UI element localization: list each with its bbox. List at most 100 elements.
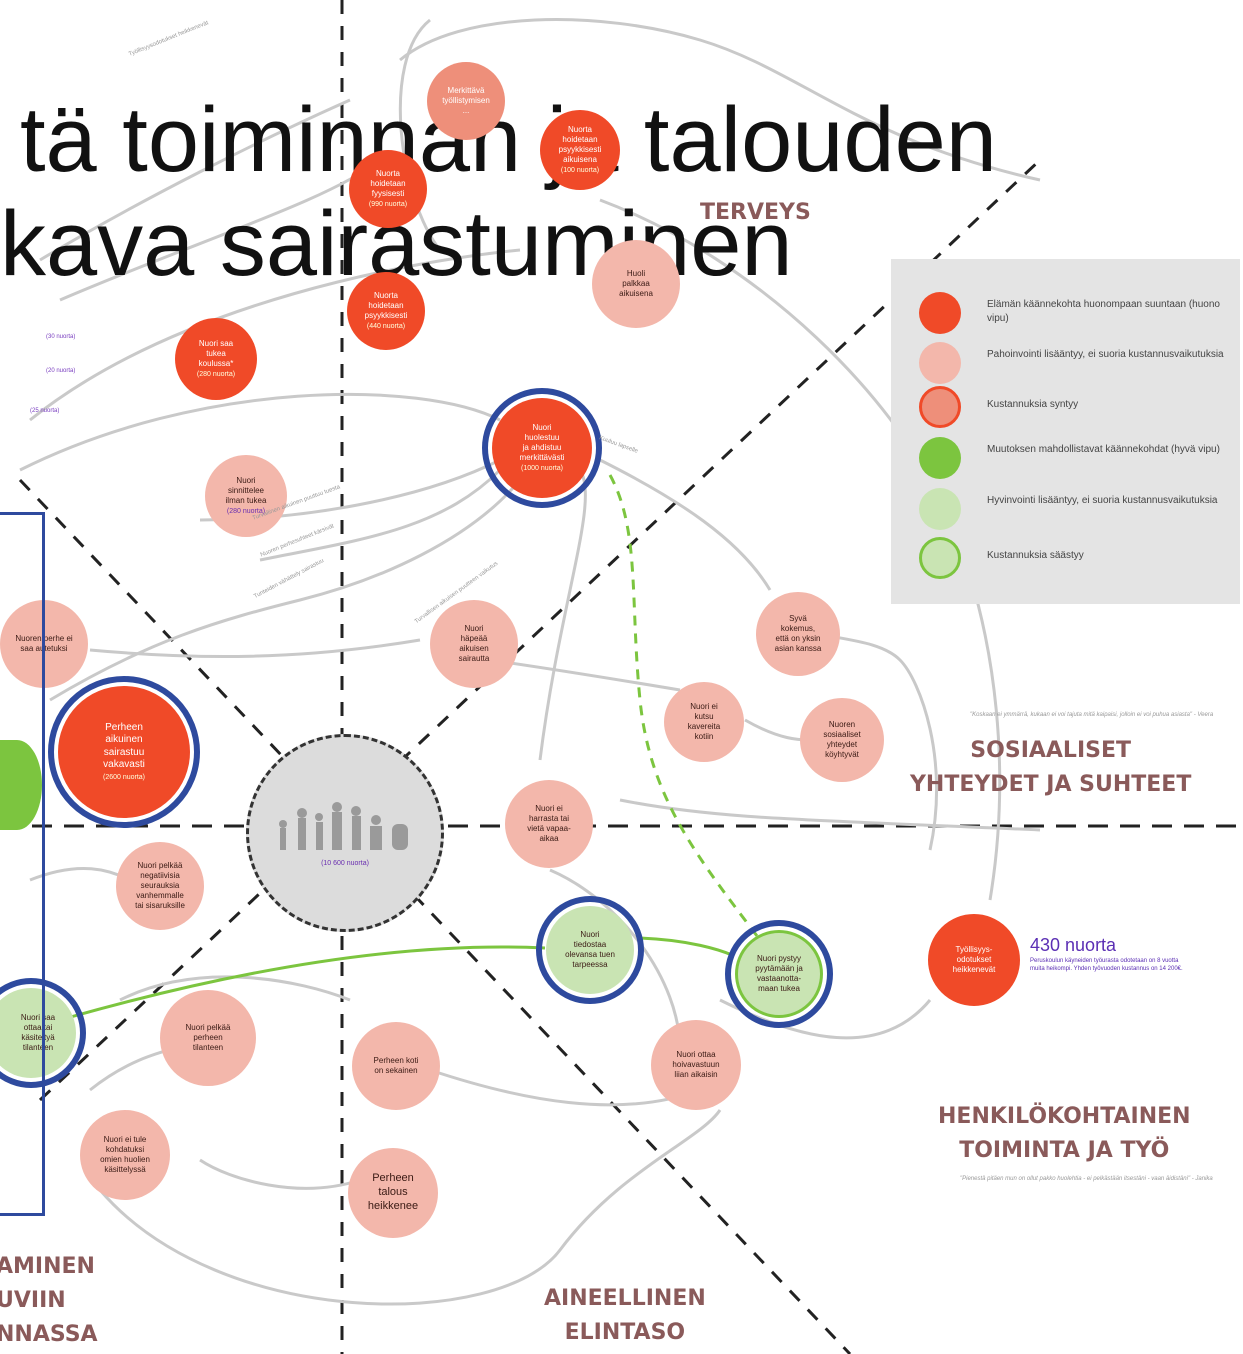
node-label: Nuori ei kutsu kavereita kotiin bbox=[687, 702, 721, 741]
node-koti-sekainen: Perheen koti on sekainen bbox=[352, 1022, 440, 1110]
node-pelkaa-perheen: Nuori pelkää perheen tilanteen bbox=[160, 990, 256, 1086]
node-ei-kutsu-kavereita: Nuori ei kutsu kavereita kotiin bbox=[664, 682, 744, 762]
node-label: Nuorta hoidetaan psyykkisesti aikuisena bbox=[558, 124, 602, 164]
legend-item: Kustannuksia syntyy bbox=[891, 386, 1240, 430]
green-flow-main bbox=[59, 945, 546, 1022]
node-center-family: (10 600 nuorta) bbox=[246, 734, 444, 932]
node-ottaa-hoivavastuun: Nuori ottaa hoivavastuun liian aikaisin bbox=[651, 1020, 741, 1110]
node-label: Nuorta hoidetaan fyysisesti bbox=[370, 168, 406, 198]
node-ei-harrasta: Nuori ei harrasta tai vietä vapaa- aikaa bbox=[505, 780, 593, 868]
flow-arc bbox=[98, 1109, 722, 1306]
node-label: Nuori ei harrasta tai vietä vapaa- aikaa bbox=[527, 804, 571, 843]
legend-item: Elämän käännekohta huonompaan suuntaan (… bbox=[891, 292, 1240, 336]
flow-arc bbox=[619, 798, 1041, 832]
flow-arc bbox=[599, 458, 772, 591]
highlight-ring bbox=[725, 920, 833, 1028]
node-syva-kokemus: Syvä kokemus, että on yksin asian kanssa bbox=[756, 592, 840, 676]
node-label: Nuori pelkää perheen tilanteen bbox=[185, 1023, 231, 1052]
node-ei-tule-kohdatuksi: Nuori ei tule kohdatuksi omien huolien k… bbox=[80, 1110, 170, 1200]
node-saa-tukea-koulussa: Nuori saa tukea koulussa* (280 nuorta) bbox=[175, 318, 257, 400]
flow-arc bbox=[398, 18, 442, 251]
category-terveys: TERVEYS bbox=[700, 200, 811, 225]
legend-item: Pahoinvointi lisääntyy, ei suoria kustan… bbox=[891, 342, 1240, 386]
node-tyollistyminen: Merkittävä työllistymisen ... bbox=[427, 62, 505, 140]
green-dashed-flow bbox=[608, 474, 762, 941]
stat-note: Peruskoulun käyneiden työurasta odotetaa… bbox=[1030, 958, 1183, 972]
quote-henkilokohtainen: "Pienestä pitäen mun on ollut pakko huol… bbox=[960, 1176, 1213, 1182]
node-label: Nuori sinnittelee ilman tukea bbox=[225, 475, 267, 505]
node-label: Merkittävä työllistymisen ... bbox=[442, 86, 490, 115]
legend-swatch bbox=[919, 437, 961, 479]
highlight-frame bbox=[0, 512, 45, 1216]
legend-swatch bbox=[919, 292, 961, 334]
quote-sosiaaliset: "Koskaan ei ymmärrä, kukaan ei voi tajut… bbox=[970, 712, 1214, 718]
mini-count-label: (30 nuorta) bbox=[46, 334, 76, 340]
flow-arc bbox=[119, 975, 351, 1002]
flow-arc bbox=[89, 638, 421, 659]
flow-arc bbox=[399, 18, 1041, 182]
node-label: Nuori häpeää aikuisen sairautta bbox=[458, 624, 490, 663]
node-sosiaaliset-yhteydet: Nuoren sosiaaliset yhteydet köyhtyvät bbox=[800, 698, 884, 782]
legend-label: Muutoksen mahdollistavat käännekohdat (h… bbox=[987, 444, 1220, 455]
flow-arc bbox=[39, 98, 351, 262]
flow-arc bbox=[29, 248, 521, 422]
node-label: Perheen koti on sekainen bbox=[373, 1056, 419, 1075]
node-count: (280 nuorta) bbox=[196, 370, 236, 378]
node-label: Nuori ottaa hoivavastuun liian aikaisin bbox=[672, 1050, 720, 1079]
flow-arc bbox=[799, 628, 938, 851]
mini-count-label: (25 nuorta) bbox=[30, 408, 60, 414]
node-label: Huoli palkkaa aikuisena bbox=[619, 269, 653, 298]
legend-label: Kustannuksia säästyy bbox=[987, 550, 1084, 561]
legend-swatch bbox=[919, 537, 961, 579]
legend-swatch bbox=[919, 342, 961, 384]
node-label: Nuori saa tukea koulussa* bbox=[198, 338, 234, 368]
legend-label: Pahoinvointi lisääntyy, ei suoria kustan… bbox=[987, 349, 1224, 360]
flow-arc bbox=[29, 867, 131, 882]
node-count: (280 nuorta) bbox=[226, 507, 266, 515]
flow-arc bbox=[538, 469, 587, 761]
stat-value: 430 nuorta bbox=[1030, 935, 1117, 955]
node-label: Nuori ei tule kohdatuksi omien huolien k… bbox=[100, 1135, 150, 1174]
flow-arc bbox=[259, 468, 502, 562]
green-flow-2 bbox=[639, 936, 733, 957]
category-sosiaaliset: SOSIAALISET YHTEYDET JA SUHTEET bbox=[910, 738, 1192, 798]
highlight-ring bbox=[48, 676, 200, 828]
legend-label: Kustannuksia syntyy bbox=[987, 399, 1079, 410]
node-hoidetaan-psyykkisesti: Nuorta hoidetaan psyykkisesti (440 nuort… bbox=[347, 272, 425, 350]
node-label: Syvä kokemus, että on yksin asian kanssa bbox=[774, 614, 822, 653]
category-aineellinen: AINEELLINEN ELINTASO bbox=[544, 1286, 706, 1346]
node-talous-heikkenee: Perheen talous heikkenee bbox=[348, 1148, 438, 1238]
legend-label: Hyvinvointi lisääntyy, ei suoria kustann… bbox=[987, 495, 1218, 506]
node-pelkaa-seurauksia: Nuori pelkää negatiivisia seurauksia van… bbox=[116, 842, 204, 930]
highlight-ring bbox=[482, 388, 602, 508]
node-label: Nuoren sosiaaliset yhteydet köyhtyvät bbox=[823, 720, 861, 759]
node-hapeaa: Nuori häpeää aikuisen sairautta bbox=[430, 600, 518, 688]
category-osallistuminen: AMINEN UVIIN NNASSA bbox=[0, 1254, 98, 1348]
node-partial-green bbox=[0, 740, 42, 830]
node-count: (10 600 nuorta) bbox=[321, 859, 369, 867]
mini-count-label: (20 nuorta) bbox=[46, 368, 76, 374]
legend-item: Muutoksen mahdollistavat käännekohdat (h… bbox=[891, 437, 1240, 481]
flow-arc bbox=[199, 1158, 361, 1190]
node-label: Perheen talous heikkenee bbox=[367, 1172, 419, 1212]
legend-swatch bbox=[919, 488, 961, 530]
legend-item: Kustannuksia säästyy bbox=[891, 537, 1240, 581]
node-label: Työllisyys- odotukset heikkenevät bbox=[952, 945, 996, 974]
node-label: Nuoren perhe ei saa autetuksi bbox=[15, 634, 73, 653]
node-label: Nuori pelkää negatiivisia seurauksia van… bbox=[135, 861, 185, 910]
node-count: (990 nuorta) bbox=[368, 200, 408, 208]
node-label: Nuorta hoidetaan psyykkisesti bbox=[364, 290, 408, 320]
legend-swatch bbox=[919, 386, 961, 428]
axis-diagonal-1 bbox=[38, 158, 1042, 1102]
category-henkilokohtainen: HENKILÖKOHTAINEN TOIMINTA JA TYÖ bbox=[938, 1104, 1191, 1164]
family-silhouette-icon bbox=[279, 801, 408, 850]
node-count: (440 nuorta) bbox=[366, 322, 406, 330]
legend-panel: Elämän käännekohta huonompaan suuntaan (… bbox=[891, 259, 1240, 604]
legend-label: Elämän käännekohta huonompaan suuntaan (… bbox=[987, 299, 1220, 324]
title-line-1: tä toiminnan ja talouden bbox=[20, 89, 997, 191]
highlight-ring bbox=[536, 896, 644, 1004]
node-tyollisyysodotukset: Työllisyys- odotukset heikkenevät bbox=[928, 914, 1020, 1006]
stat-block: 430 nuorta Peruskoulun käyneiden työuras… bbox=[1030, 935, 1190, 974]
node-sinnittelee: Nuori sinnittelee ilman tukea (280 nuort… bbox=[205, 455, 287, 537]
